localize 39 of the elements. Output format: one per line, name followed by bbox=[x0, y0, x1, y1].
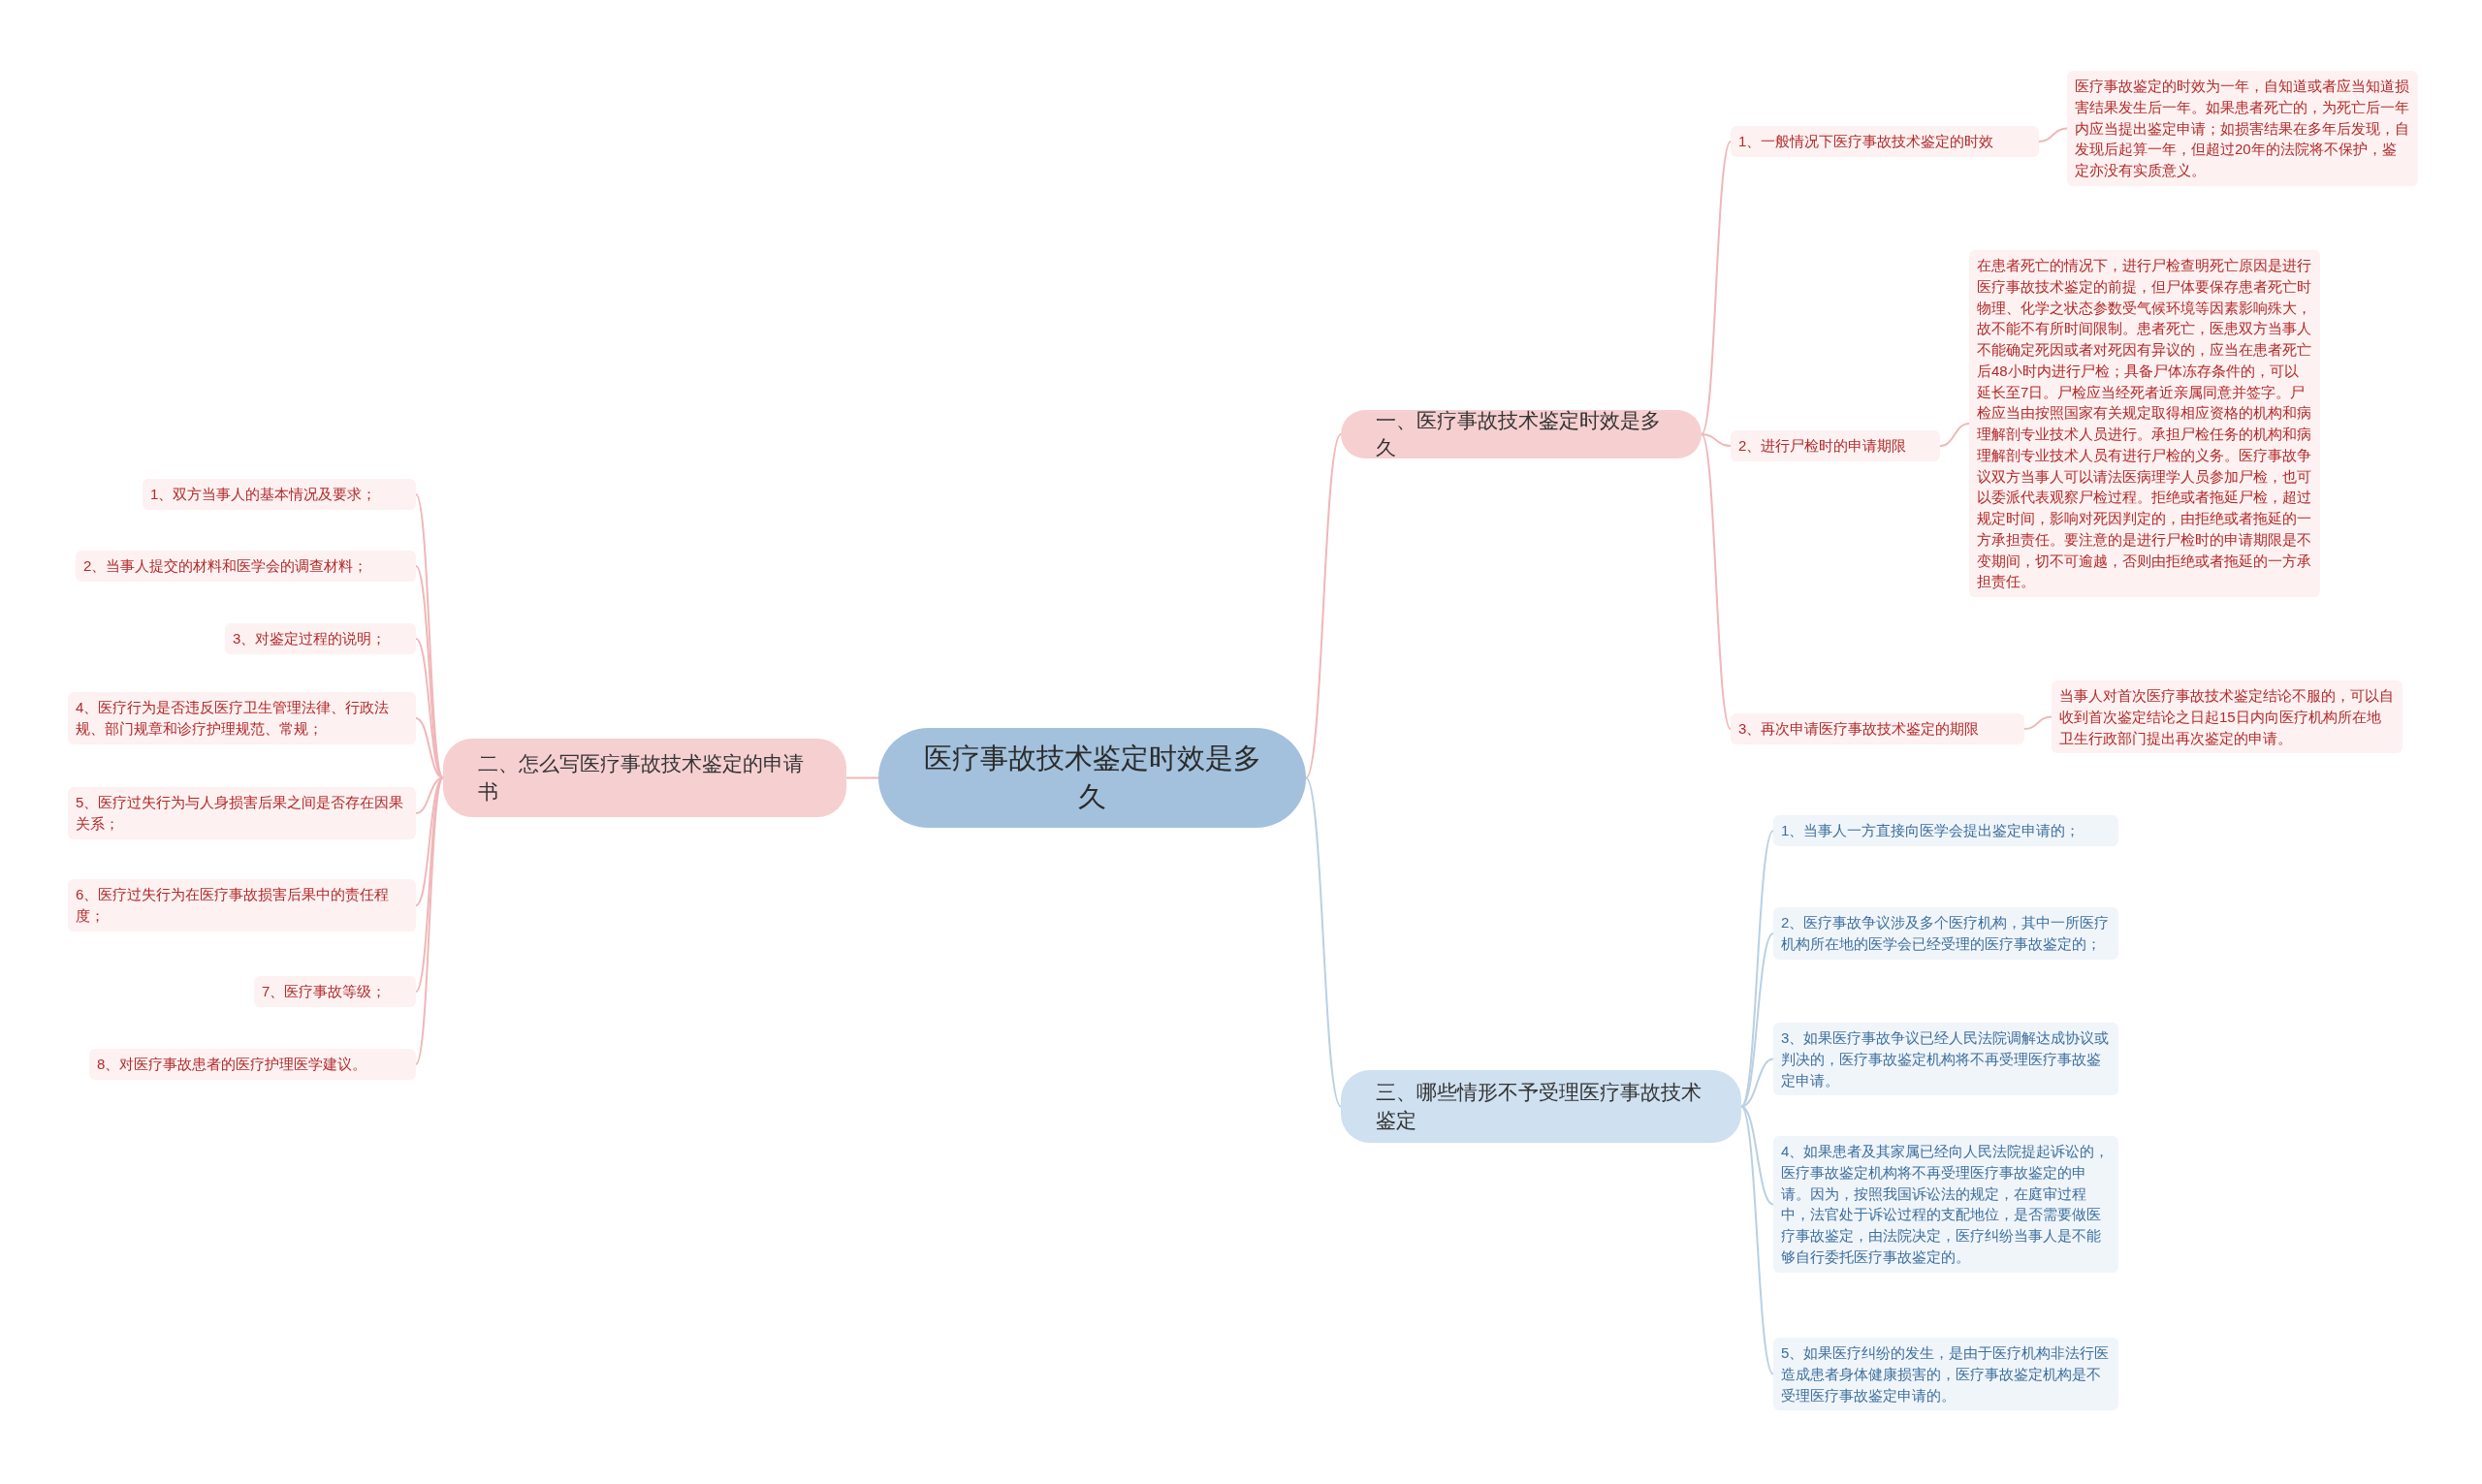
connector bbox=[1305, 433, 1342, 779]
connector bbox=[1305, 776, 1342, 1108]
connector bbox=[2023, 715, 2052, 730]
connector bbox=[1701, 433, 1732, 447]
subtopic: 6、医疗过失行为在医疗事故损害后果中的责任程度； bbox=[68, 879, 416, 931]
subtopic: 3、如果医疗事故争议已经人民法院调解达成协议或判决的，医疗事故鉴定机构将不再受理医疗事故鉴定申请。 bbox=[1773, 1023, 2118, 1096]
connector bbox=[1701, 433, 1732, 730]
subtopic: 5、如果医疗纠纷的发生，是由于医疗机构非法行医造成患者身体健康损害的，医疗事故鉴定机构是不受理医疗事故鉴定申请的。 bbox=[1773, 1338, 2118, 1411]
connector bbox=[1740, 1105, 1774, 1206]
connector bbox=[415, 776, 444, 1065]
connector bbox=[845, 776, 879, 779]
subtopic: 3、对鉴定过程的说明； bbox=[225, 623, 416, 654]
subtopic: 2、进行尸检时的申请期限 bbox=[1731, 430, 1940, 461]
connector bbox=[1740, 1105, 1774, 1375]
branch-topic: 二、怎么写医疗事故技术鉴定的申请书 bbox=[443, 739, 846, 817]
subtopic: 7、医疗事故等级； bbox=[254, 976, 416, 1007]
connector bbox=[1740, 830, 1774, 1108]
connector bbox=[415, 776, 444, 814]
branch-topic: 一、医疗事故技术鉴定时效是多久 bbox=[1341, 410, 1702, 458]
subtopic: 2、当事人提交的材料和医学会的调查材料； bbox=[76, 551, 416, 582]
subtopic: 1、一般情况下医疗事故技术鉴定的时效 bbox=[1731, 126, 2039, 157]
connector bbox=[1939, 423, 1970, 447]
subtopic: 3、再次申请医疗事故技术鉴定的期限 bbox=[1731, 713, 2024, 744]
subtopic: 当事人对首次医疗事故技术鉴定结论不服的，可以自收到首次鉴定结论之日起15日内向医疗机构所在地卫生行政部门提出再次鉴定的申请。 bbox=[2052, 680, 2402, 754]
subtopic: 2、医疗事故争议涉及多个医疗机构，其中一所医疗机构所在地的医学会已经受理的医疗事故鉴定的； bbox=[1773, 907, 2118, 960]
connector bbox=[1701, 141, 1732, 435]
connector bbox=[1740, 932, 1774, 1108]
subtopic: 4、医疗行为是否违反医疗卫生管理法律、行政法规、部门规章和诊疗护理规范、常规； bbox=[68, 692, 416, 744]
subtopic: 1、当事人一方直接向医学会提出鉴定申请的； bbox=[1773, 815, 2118, 846]
subtopic: 在患者死亡的情况下，进行尸检查明死亡原因是进行医疗事故技术鉴定的前提，但尸体要保存患者死亡时物理、化学之状态参数受气候环境等因素影响殊大，故不能不有所时间限制。患者死亡，医患双方当事人不能确定死因或者对死因有异议的，应当在患者死亡后48小时内进行尸检；具备尸体冻存条件的，可以延长至7日。尸检应当经死者近亲属同意并签字。尸检应当由按照国家有关规定取得相应资格的机构和病理解剖专业技术人员进行。承担尸检任务的机构和病理解剖专业技术人员有进行尸检的义务。医疗事故争议双方当事人可以请法医病理学人员参加尸检，也可以委派代表观察尸检过程。拒绝或者拖延尸检，超过规定时间，影响对死因判定的，由拒绝或者拖延的一方承担责任。要注意的是进行尸检时的申请期限是不变期间，切不可逾越，否则由拒绝或者拖延的一方承担责任。 bbox=[1969, 250, 2320, 597]
subtopic: 医疗事故鉴定的时效为一年，自知道或者应当知道损害结果发生后一年。如果患者死亡的，为死亡后一年内应当提出鉴定申请；如损害结果在多年后发现，自发现后起算一年，但超过20年的法院将不保护，鉴定亦没有实质意义。 bbox=[2067, 71, 2418, 186]
branch-topic: 三、哪些情形不予受理医疗事故技术鉴定 bbox=[1341, 1070, 1741, 1143]
connector bbox=[2038, 127, 2068, 142]
central-topic: 医疗事故技术鉴定时效是多久 bbox=[878, 728, 1306, 828]
subtopic: 4、如果患者及其家属已经向人民法院提起诉讼的，医疗事故鉴定机构将不再受理医疗事故鉴定的申请。因为，按照我国诉讼法的规定，在庭审过程中，法官处于诉讼过程的支配地位，是否需要做医疗事故鉴定，由法院决定，医疗纠纷当事人是不能够自行委托医疗事故鉴定的。 bbox=[1773, 1136, 2118, 1273]
connector bbox=[1740, 1058, 1774, 1108]
subtopic: 5、医疗过失行为与人身损害后果之间是否存在因果关系； bbox=[68, 787, 416, 839]
subtopic: 8、对医疗事故患者的医疗护理医学建议。 bbox=[89, 1049, 416, 1080]
subtopic: 1、双方当事人的基本情况及要求； bbox=[143, 479, 416, 510]
